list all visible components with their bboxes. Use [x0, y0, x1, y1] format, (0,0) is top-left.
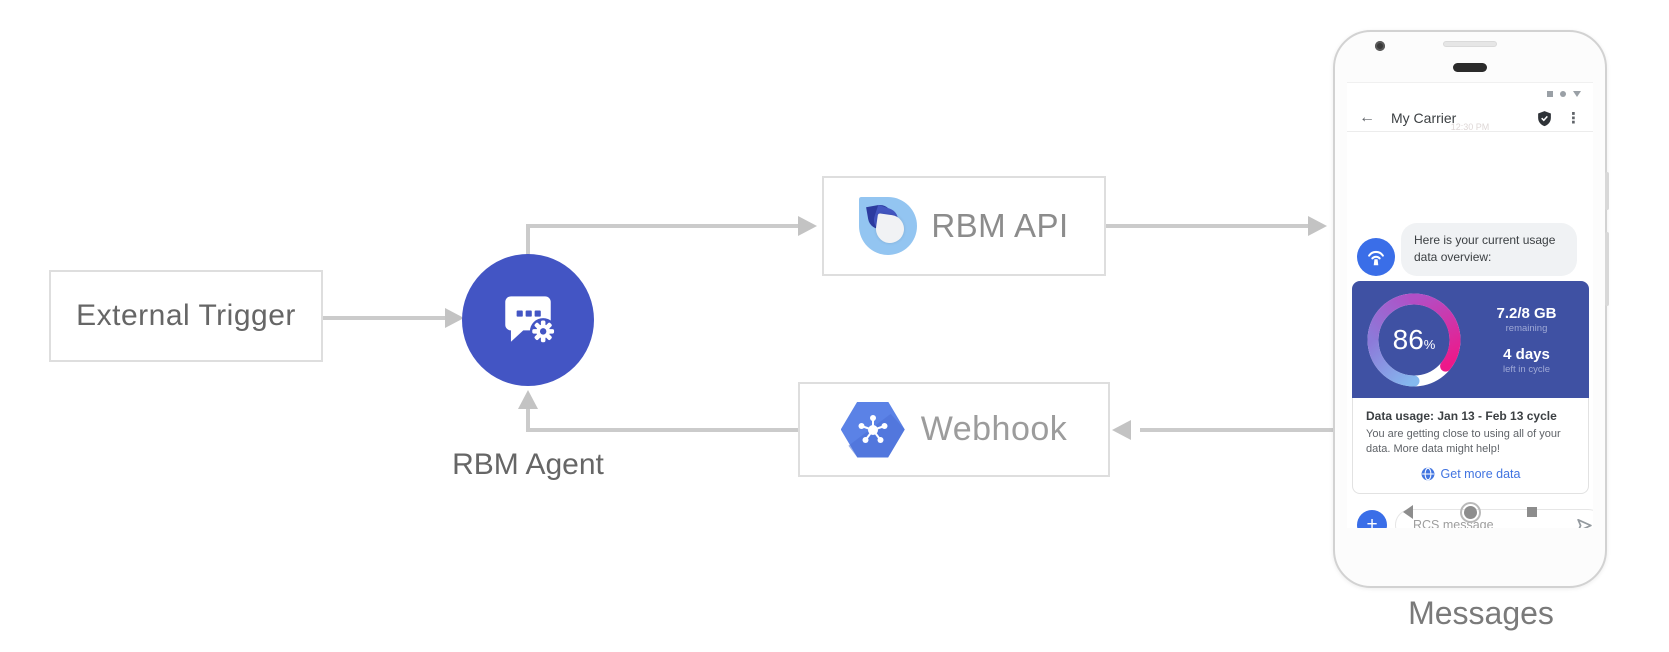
- usage-card: 86 % 7.2/8 GB remaining 4 days left in c…: [1352, 281, 1589, 494]
- earpiece: [1453, 63, 1487, 72]
- nav-back-icon[interactable]: [1403, 505, 1413, 519]
- status-battery-icon: [1573, 91, 1581, 97]
- connector-agent-to-api-horizontal: [526, 224, 802, 228]
- rbm-api-label: RBM API: [931, 207, 1069, 244]
- verified-shield-icon: [1538, 110, 1551, 126]
- status-signal-icon: [1547, 91, 1553, 97]
- send-icon[interactable]: [1576, 517, 1593, 529]
- status-wifi-icon: [1560, 91, 1566, 97]
- get-more-data-label: Get more data: [1440, 466, 1521, 481]
- arrowhead-api-to-phone: [1308, 216, 1327, 236]
- usage-percent: 86: [1392, 323, 1424, 355]
- rbm-agent-label: RBM Agent: [452, 448, 604, 481]
- webhook-node: Webhook: [798, 382, 1110, 477]
- connector-api-to-phone: [1106, 224, 1318, 228]
- status-bar: [1347, 83, 1593, 105]
- external-trigger-node: External Trigger: [49, 270, 323, 362]
- connector-agent-to-api-vertical: [526, 226, 530, 256]
- arrowhead-external-to-agent: [445, 308, 464, 328]
- get-more-data-button[interactable]: Get more data: [1366, 467, 1575, 481]
- nav-recents-icon[interactable]: [1527, 507, 1537, 517]
- phone-mockup: ← My Carrier ⋮ 12:30 PM Here: [1333, 30, 1609, 588]
- rbm-agent-node: [462, 254, 594, 386]
- chat-bubble: Here is your current usage data overview…: [1401, 223, 1577, 276]
- connector-external-to-agent: [323, 316, 451, 320]
- usage-card-body: You are getting close to using all of yo…: [1366, 428, 1561, 456]
- connector-webhook-to-agent-vertical: [526, 408, 530, 432]
- speaker-slot: [1443, 41, 1497, 47]
- chat-title: My Carrier: [1391, 110, 1457, 126]
- arrowhead-agent-to-api: [798, 216, 817, 236]
- back-icon[interactable]: ←: [1359, 109, 1375, 126]
- messages-caption: Messages: [1408, 595, 1554, 631]
- data-amount: 7.2/8 GB: [1496, 304, 1557, 322]
- chat-bubble-gear-icon: [505, 296, 557, 345]
- usage-percent-unit: %: [1423, 337, 1436, 352]
- arrowhead-phone-to-webhook: [1112, 420, 1131, 440]
- header-divider: [1347, 131, 1593, 132]
- power-button: [1605, 172, 1609, 210]
- days-remaining: 4 days: [1503, 345, 1550, 363]
- chat-header: ← My Carrier ⋮: [1347, 105, 1593, 131]
- usage-card-info-section: Data usage: Jan 13 - Feb 13 cycle You ar…: [1352, 398, 1589, 494]
- arrowhead-webhook-to-agent: [518, 390, 538, 409]
- android-nav-bar: [1347, 496, 1593, 528]
- usage-gauge: 86 %: [1364, 290, 1464, 390]
- antenna-icon: [1368, 250, 1384, 266]
- message-composer: +: [1357, 509, 1593, 528]
- rbm-api-logo-icon: [859, 197, 918, 255]
- globe-icon: [1421, 467, 1434, 481]
- overflow-menu-icon[interactable]: ⋮: [1566, 109, 1581, 127]
- nav-home-icon[interactable]: [1459, 501, 1481, 523]
- message-input-pill: [1395, 509, 1593, 528]
- webhook-label: Webhook: [920, 410, 1068, 448]
- usage-card-gauge-section: 86 % 7.2/8 GB remaining 4 days left in c…: [1352, 281, 1589, 398]
- connector-phone-to-webhook: [1140, 428, 1340, 432]
- usage-card-title: Data usage: Jan 13 - Feb 13 cycle: [1366, 409, 1557, 423]
- rbm-api-node: RBM API: [822, 176, 1106, 276]
- data-amount-caption: remaining: [1505, 322, 1548, 334]
- message-timestamp: 12:30 PM: [1450, 122, 1490, 132]
- chat-message-row: Here is your current usage data overview…: [1357, 223, 1583, 276]
- add-attachment-button[interactable]: +: [1357, 510, 1387, 528]
- days-caption: left in cycle: [1503, 363, 1550, 375]
- webhook-hexagon-icon: [840, 401, 905, 458]
- front-camera: [1375, 41, 1385, 51]
- volume-button: [1605, 232, 1609, 306]
- phone-screen: ← My Carrier ⋮ 12:30 PM Here: [1347, 82, 1593, 528]
- external-trigger-label: External Trigger: [76, 299, 296, 332]
- rcs-message-input[interactable]: [1411, 517, 1576, 528]
- carrier-avatar: [1357, 237, 1395, 276]
- connector-webhook-to-agent-horizontal: [526, 428, 798, 432]
